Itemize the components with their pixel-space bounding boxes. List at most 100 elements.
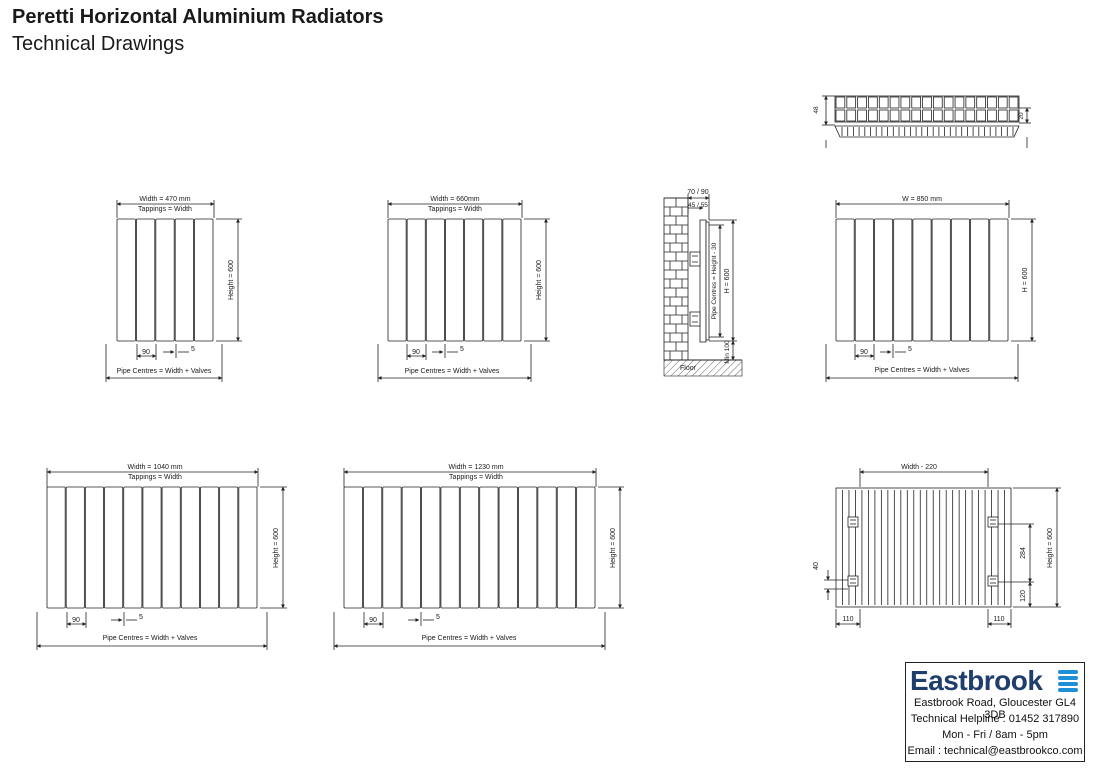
radiator-850-90-label: 90 xyxy=(860,349,868,356)
top-view-cell xyxy=(878,96,889,109)
radiator-panel xyxy=(104,486,124,609)
radiator-1040-90-label: 90 xyxy=(72,617,80,624)
top-view-cell xyxy=(1008,96,1019,109)
radiator-470-panels xyxy=(116,218,214,342)
side-depth-label: 70 / 90 xyxy=(687,189,709,196)
top-view-cell xyxy=(954,109,965,122)
radiator-470-pipe-label: Pipe Centres = Width + Valves xyxy=(117,368,212,375)
top-48-label: 48 xyxy=(813,106,820,114)
radiator-660-5-label: 5 xyxy=(460,346,464,353)
radiator-470-90-label: 90 xyxy=(142,349,150,356)
radiator-panel xyxy=(950,218,970,342)
radiator-panel xyxy=(142,486,162,609)
radiator-470-height-label: Height = 600 xyxy=(228,260,235,300)
top-view-cell xyxy=(997,96,1008,109)
top-view-cell xyxy=(997,109,1008,122)
company-info-box: Eastbrook Eastbrook Road, Gloucester GL4… xyxy=(905,662,1085,762)
top-view-cell xyxy=(933,96,943,109)
top-view-cell xyxy=(900,109,911,122)
radiator-panel xyxy=(479,486,499,609)
radiator-panel xyxy=(576,486,596,609)
radiator-panel xyxy=(537,486,557,609)
radiator-470-tappings-label: Tappings = Width xyxy=(138,206,192,213)
radiator-850-drawing: W = 850 mm H = 600 90 5 Pipe Centres = W… xyxy=(825,196,1036,382)
radiator-1230-width-label: Width = 1230 mm xyxy=(448,464,503,471)
top-view-cell xyxy=(965,96,976,109)
radiator-1230-pipe-label: Pipe Centres = Width + Valves xyxy=(422,635,517,642)
rear-width-label: Width - 220 xyxy=(901,464,937,471)
top-view-cell xyxy=(857,96,867,109)
radiator-panel xyxy=(483,218,503,342)
top-view-cell xyxy=(857,109,867,122)
radiator-470-drawing: Width = 470 mm Tappings = Width Height =… xyxy=(105,196,242,382)
radiator-1230-90-label: 90 xyxy=(369,617,377,624)
rear-110-left-label: 110 xyxy=(842,616,853,623)
radiator-panel xyxy=(155,218,175,342)
rear-284-label: 284 xyxy=(1020,547,1027,559)
top-view-cell xyxy=(943,96,954,109)
top-view-cell xyxy=(1008,109,1019,122)
company-email[interactable]: Email : technical@eastbrookco.com xyxy=(907,745,1083,757)
radiator-1040-tappings-label: Tappings = Width xyxy=(128,474,182,481)
radiator-panel xyxy=(174,218,194,342)
radiator-panel xyxy=(362,486,383,609)
radiator-panel xyxy=(401,486,421,609)
radiator-panel xyxy=(382,486,402,609)
radiator-panel xyxy=(893,218,913,342)
top-view-cell xyxy=(976,96,986,109)
radiator-panel xyxy=(194,218,214,342)
radiator-850-width-label: W = 850 mm xyxy=(902,196,942,203)
company-logo: Eastbrook xyxy=(910,665,1043,696)
radiator-panel xyxy=(343,486,363,609)
radiator-panel xyxy=(135,218,156,342)
rear-view-panel-lines xyxy=(842,490,1005,605)
radiator-panel xyxy=(84,486,104,609)
side-view-drawing: 70 / 90 45 / 55 Pipe Centres = Height - … xyxy=(663,189,743,377)
top-20-label: 20 xyxy=(1018,112,1025,120)
top-view-cell xyxy=(954,96,965,109)
radiator-850-pipe-label: Pipe Centres = Width + Valves xyxy=(875,367,970,374)
radiator-660-height-label: Height = 600 xyxy=(536,260,543,300)
radiator-panel xyxy=(464,218,484,342)
top-view-cell xyxy=(987,96,997,109)
radiator-panel xyxy=(46,486,66,609)
radiator-660-panels xyxy=(387,218,522,342)
top-view-cell xyxy=(922,109,932,122)
radiator-660-tappings-label: Tappings = Width xyxy=(428,206,482,213)
radiator-panel xyxy=(116,218,136,342)
top-view-cell xyxy=(835,109,846,122)
radiator-470-width-label: Width = 470 mm xyxy=(139,196,190,203)
radiator-panel xyxy=(219,486,239,609)
radiator-1040-5-label: 5 xyxy=(139,614,143,621)
radiator-panel xyxy=(123,486,143,609)
radiator-1230-height-label: Height = 600 xyxy=(610,528,617,568)
rear-110-right-label: 110 xyxy=(993,616,1004,623)
top-view-cell xyxy=(889,96,900,109)
radiator-panel xyxy=(421,486,441,609)
company-hours: Mon - Fri / 8am - 5pm xyxy=(942,729,1048,741)
radiator-1040-width-label: Width = 1040 mm xyxy=(127,464,182,471)
side-floor-label: Floor xyxy=(680,365,697,372)
radiator-panel xyxy=(502,218,522,342)
radiator-panel xyxy=(459,486,480,609)
radiator-850-panels xyxy=(835,218,1009,342)
radiator-panel xyxy=(912,218,932,342)
top-view-cell xyxy=(965,109,976,122)
top-view-cell xyxy=(987,109,997,122)
top-view-cell xyxy=(976,109,986,122)
top-view-drawing: 48 20 xyxy=(813,95,1031,148)
radiator-panel xyxy=(161,486,181,609)
radiator-panel xyxy=(200,486,220,609)
radiator-panel xyxy=(498,486,518,609)
page-title: Peretti Horizontal Aluminium Radiators xyxy=(12,6,384,28)
radiator-panel xyxy=(989,218,1009,342)
rear-view-drawing: Width - 220 Height = 600 284 120 40 110 … xyxy=(813,464,1061,628)
radiator-850-height-label: H = 600 xyxy=(1022,268,1029,293)
radiator-660-pipe-label: Pipe Centres = Width + Valves xyxy=(405,368,500,375)
top-view-cell xyxy=(933,109,943,122)
radiator-660-90-label: 90 xyxy=(412,349,420,356)
radiator-panel xyxy=(406,218,426,342)
side-pipe-height-label: Pipe Centres = Height - 30 xyxy=(711,242,718,319)
top-view-cell xyxy=(846,96,857,109)
radiator-panel xyxy=(970,218,990,342)
